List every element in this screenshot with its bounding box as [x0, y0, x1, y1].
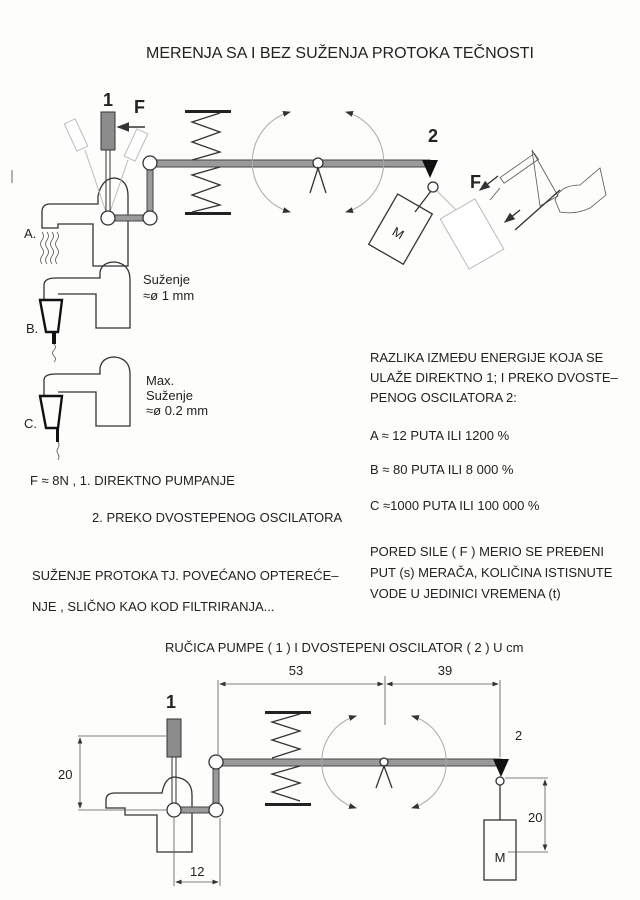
comparison-c: C ≈1000 PUTA ILI 100 000 %: [370, 498, 540, 513]
handle-label-1-bottom: 1: [166, 692, 176, 712]
variant-b-label: B.: [26, 321, 38, 336]
bottom-diagram-title: RUČICA PUMPE ( 1 ) I DVOSTEPENI OSCILATO…: [165, 640, 524, 655]
handle-label-1: 1: [103, 90, 113, 110]
variant-b-note-2: ≈ø 1 mm: [143, 288, 194, 303]
oscillator-lever-bottom: [215, 758, 502, 767]
mass-m-bottom: [483, 819, 517, 881]
dim-handle-offset: 12: [190, 864, 204, 879]
swing-arc-icon-bottom: [321, 715, 447, 809]
oscillator-pumping: 2. PREKO DVOSTEPENOG OSCILATORA: [92, 510, 343, 525]
comparison-b: B ≈ 80 PUTA ILI 8 000 %: [370, 462, 514, 477]
mass-label: M: [390, 224, 407, 242]
pump-handle-1: [100, 111, 116, 151]
pump-a-label: A.: [24, 226, 36, 241]
measurement-note-1: PORED SILE ( F ) MERIO SE PREĐENI: [370, 544, 604, 559]
mass-m: M: [367, 193, 434, 266]
spring-icon-bottom: [265, 711, 311, 806]
energy-comparison: RAZLIKA IZMEĐU ENERGIJE KOJA SE ULAŽE DI…: [370, 350, 619, 601]
force-label: F: [134, 97, 145, 117]
dim-left-arm: 53: [289, 663, 303, 678]
oscillator-label-2: 2: [428, 126, 438, 146]
swing-arc-icon: [251, 111, 385, 213]
force-label-right: F: [470, 172, 481, 192]
force-direct-pumping: F ≈ 8N , 1. DIREKTNO PUMPANJE: [30, 473, 235, 488]
oscillator-pivot-2: [422, 160, 438, 178]
comparison-a: A ≈ 12 PUTA ILI 1200 %: [370, 428, 510, 443]
measurement-note-2: PUT (s) MERAČA, KOLIČINA ISTISNUTE: [370, 565, 613, 580]
pump-a: A. 1 F: [24, 90, 158, 267]
spring-icon: [185, 110, 231, 215]
dim-right-arm: 39: [438, 663, 452, 678]
pump-handle-1-bottom: [166, 718, 182, 758]
variant-b-note-1: Suženje: [143, 272, 190, 287]
syringe-icon: [489, 152, 540, 201]
comparison-intro-3: PENOG OSCILATORA 2:: [370, 390, 517, 405]
pump-variant-c: C. Max. Suženje ≈ø 0.2 mm: [24, 356, 208, 461]
top-diagram: A. 1 F 2: [11, 90, 607, 270]
page-title: MERENJA SA I BEZ SUŽENJA PROTOKA TEČNOST…: [146, 43, 534, 62]
comparison-intro-1: RAZLIKA IZMEĐU ENERGIJE KOJA SE: [370, 350, 604, 365]
water-flow-icon: [40, 231, 59, 265]
variant-c-note-2: Suženje: [146, 388, 193, 403]
variant-c-note-3: ≈ø 0.2 mm: [146, 403, 208, 418]
dimension-lines: 53 39 20 12 20: [58, 663, 548, 886]
restriction-note-1: SUŽENJE PROTOKA TJ. POVEĆANO OPTEREĆE–: [32, 568, 339, 583]
oscillator-label-2-bottom: 2: [515, 728, 522, 743]
mass-label-bottom: M: [495, 850, 506, 865]
pump-variant-b: B. Suženje ≈ø 1 mm: [26, 261, 194, 363]
restriction-note-2: NJE , SLIČNO KAO KOD FILTRIRANJA...: [32, 599, 274, 614]
dim-handle-height: 20: [58, 767, 72, 782]
oscillator-lever: [149, 159, 431, 168]
measurement-note-3: VODE U JEDINICI VREMENA (t): [370, 586, 561, 601]
variant-c-label: C.: [24, 416, 37, 431]
hand-icon: [514, 149, 607, 231]
bottom-diagram: 1 2 M 53 39: [58, 663, 548, 886]
dim-mass-drop: 20: [528, 810, 542, 825]
variant-c-note-1: Max.: [146, 373, 174, 388]
comparison-intro-2: ULAŽE DIREKTNO 1; I PREKO DVOSTE–: [370, 370, 619, 385]
